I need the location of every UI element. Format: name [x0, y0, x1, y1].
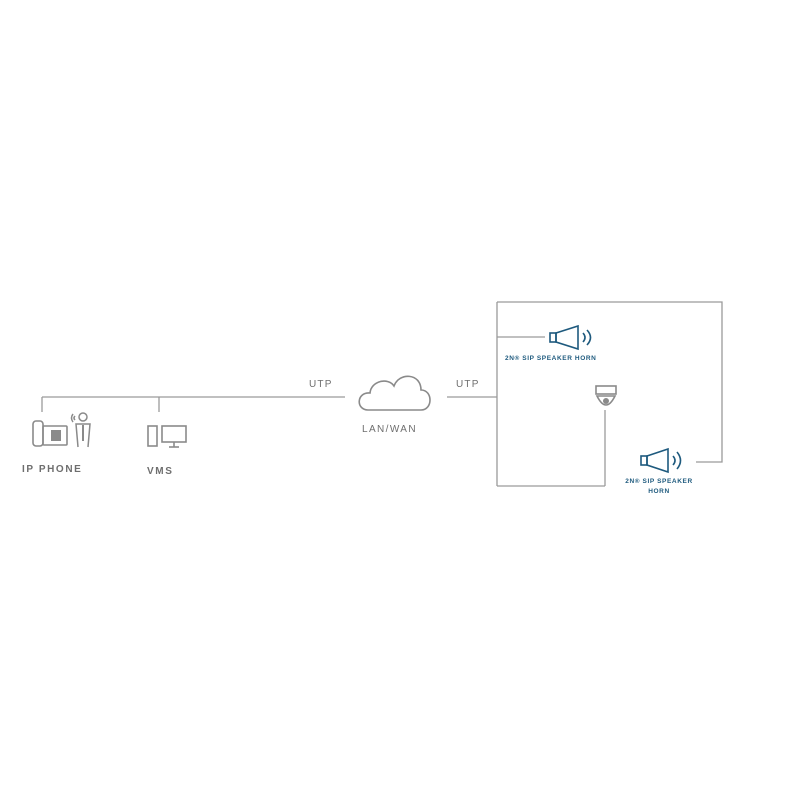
speaker-horn-icon-bottom [640, 447, 682, 474]
site-outer-loop [497, 301, 723, 463]
cloud-icon [358, 375, 431, 411]
connection-lines [41, 301, 723, 487]
ip-phone-label: IP PHONE [22, 464, 83, 475]
speaker-horn-icon-top [549, 324, 592, 351]
speaker-horn-bottom-label: 2N® SIP SPEAKER HORN [620, 477, 698, 497]
speaker-horn-top-label: 2N® SIP SPEAKER HORN [505, 355, 597, 362]
utp-right-label: UTP [456, 379, 480, 390]
vms-label: VMS [147, 466, 174, 477]
vms-computer-icon [147, 425, 187, 448]
ip-phone-icon [32, 420, 68, 447]
utp-left-label: UTP [309, 379, 333, 390]
speaker-horn-bottom-label-line1: 2N® SIP SPEAKER [625, 478, 693, 485]
dome-camera-icon [595, 385, 617, 406]
person-with-headset-icon [70, 412, 91, 448]
speaker-horn-bottom-label-line2: HORN [648, 488, 670, 495]
lan-wan-label: LAN/WAN [362, 424, 417, 435]
